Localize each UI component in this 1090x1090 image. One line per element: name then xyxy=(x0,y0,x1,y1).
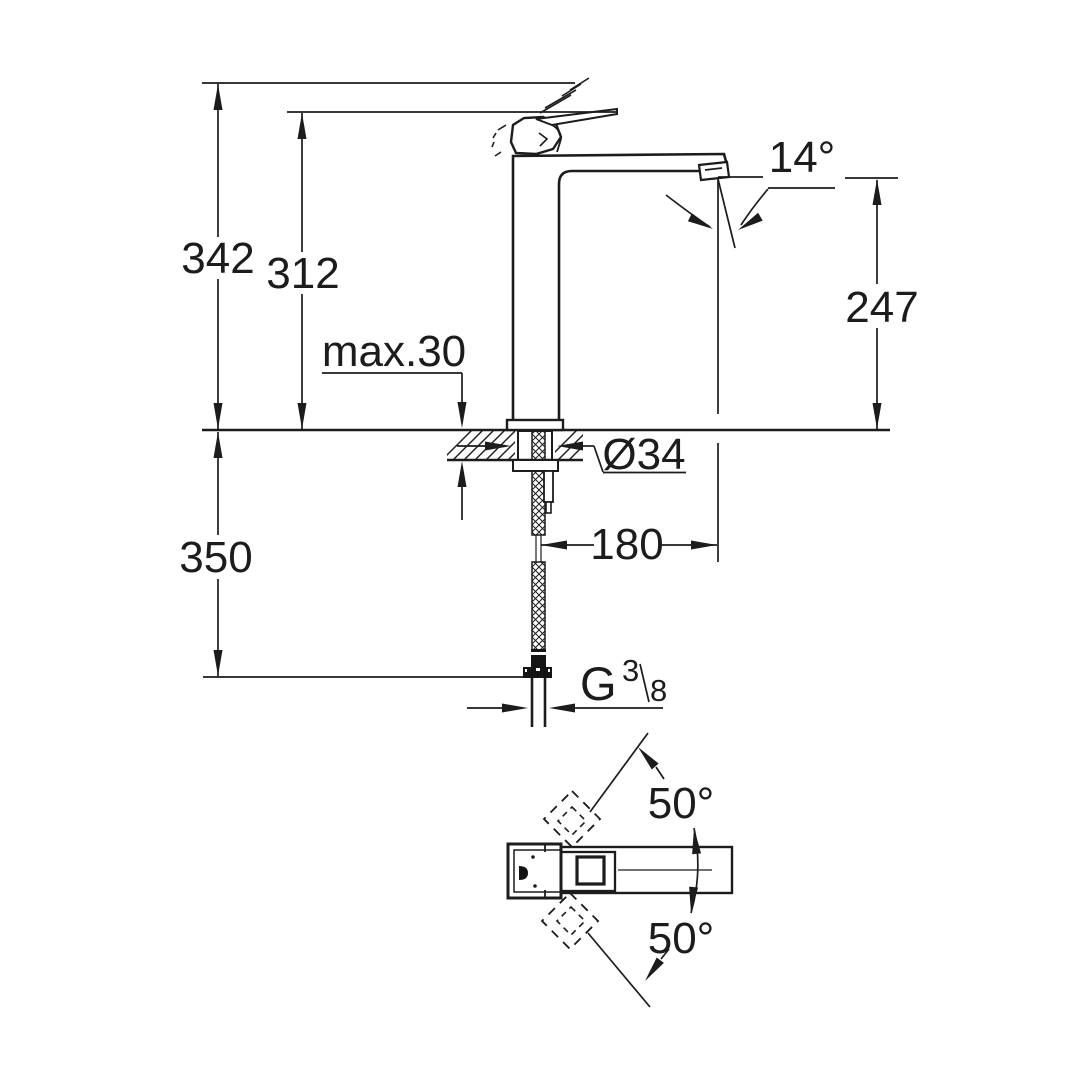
dim-g38-denominator: 8 xyxy=(650,673,667,708)
top-view: 50° 50° xyxy=(506,732,734,1008)
logo-mark xyxy=(519,866,528,880)
supply-hose xyxy=(523,430,552,727)
dimension-max30: max.30 xyxy=(322,327,467,520)
hose-ferrule xyxy=(531,649,546,668)
dimension-50deg-lower: 50° xyxy=(587,914,715,1008)
dim-50deg-upper-label: 50° xyxy=(648,779,715,828)
dimension-247: 247 xyxy=(845,177,919,429)
mounting-nut xyxy=(512,459,559,472)
handle-raised-phantom xyxy=(491,77,590,157)
dimension-342: 342 xyxy=(181,82,575,429)
dimension-14deg: 14° xyxy=(665,133,836,562)
swing-arc xyxy=(689,827,702,914)
cartridge-square-top-view xyxy=(575,855,606,886)
dim-g38-g-label: G xyxy=(580,657,617,710)
mounting-hardware xyxy=(512,430,559,514)
handle-swing-phantom-lower xyxy=(540,891,600,951)
lever-end-top-view xyxy=(506,842,563,900)
dim-max30-label: max.30 xyxy=(322,327,466,376)
base-plate xyxy=(505,418,565,432)
mounting-stud xyxy=(543,470,554,503)
dimension-d34: Ø34 xyxy=(457,430,686,479)
dimension-180: 180 xyxy=(541,520,717,569)
faucet-body xyxy=(505,152,731,432)
dimension-g38: G 3 8 xyxy=(467,653,667,713)
dim-350-label: 350 xyxy=(179,533,252,582)
handle-swing-phantom-upper xyxy=(542,789,602,849)
dim-247-label: 247 xyxy=(845,283,918,332)
dim-312-label: 312 xyxy=(266,249,339,298)
dim-50deg-lower-label: 50° xyxy=(648,914,715,963)
handle-lever xyxy=(491,77,618,157)
dimension-312: 312 xyxy=(266,111,616,429)
dim-180-label: 180 xyxy=(590,520,663,569)
dim-g38-numerator: 3 xyxy=(622,653,639,688)
water-stream-line xyxy=(717,178,736,249)
dim-d34-label: Ø34 xyxy=(602,430,685,479)
dim-14deg-label: 14° xyxy=(769,133,836,182)
dim-342-label: 342 xyxy=(181,234,254,283)
dimension-350: 350 xyxy=(179,432,523,678)
fraction-slash xyxy=(639,663,650,703)
side-view: 342 312 max.30 xyxy=(179,77,919,727)
faucet-top-view xyxy=(506,842,734,900)
hose-connector-nut xyxy=(523,667,552,678)
dimension-50deg-upper: 50° xyxy=(589,732,715,828)
